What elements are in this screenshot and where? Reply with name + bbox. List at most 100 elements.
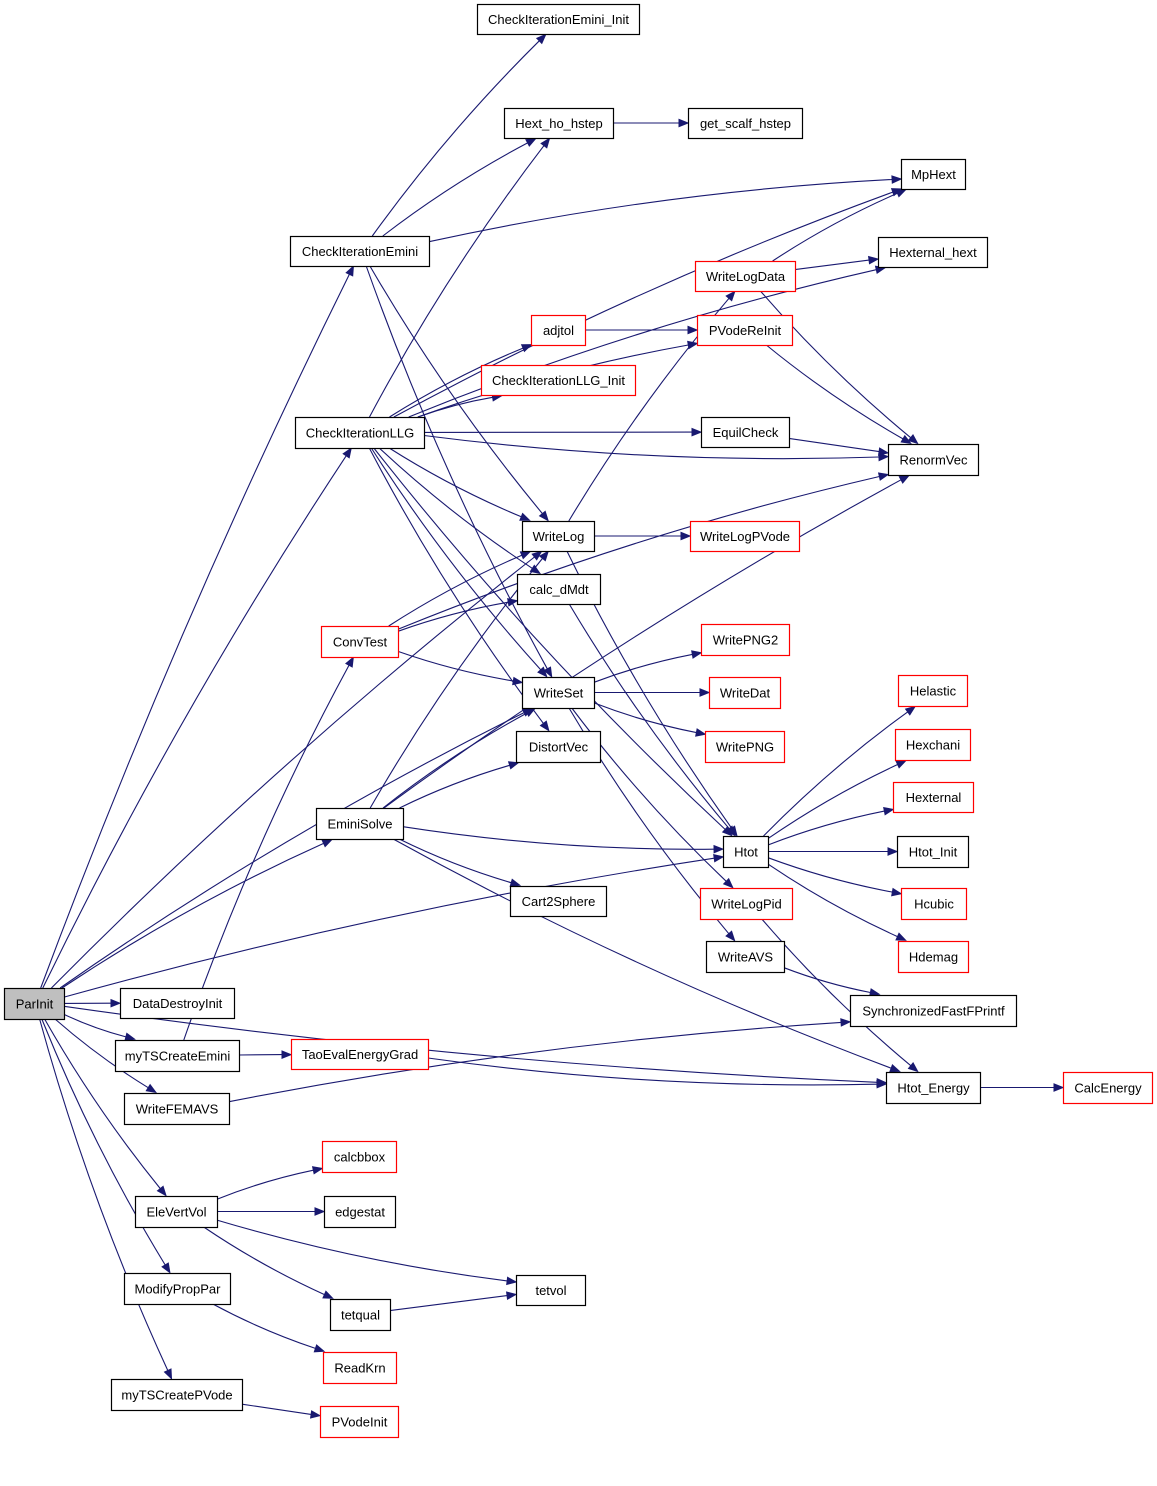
node-hcubic[interactable]: Hcubic <box>900 887 968 921</box>
node-write-log[interactable]: WriteLog <box>521 520 596 553</box>
node-box[interactable] <box>1062 1071 1154 1105</box>
node-htot-init[interactable]: Htot_Init <box>896 835 970 869</box>
node-my-tscreate-pvode[interactable]: myTSCreatePVode <box>110 1378 244 1412</box>
node-par-init[interactable]: ParInit <box>3 987 66 1021</box>
node-box[interactable] <box>687 107 804 140</box>
node-hexternal-hext[interactable]: Hexternal_hext <box>877 236 989 269</box>
node-box[interactable] <box>123 1092 231 1126</box>
node-data-destroy-init[interactable]: DataDestroyInit <box>119 987 236 1020</box>
node-read-krn[interactable]: ReadKrn <box>322 1351 398 1385</box>
node-hexternal[interactable]: Hexternal <box>892 781 975 814</box>
node-box[interactable] <box>894 728 972 762</box>
node-box[interactable] <box>700 623 791 657</box>
node-write-femavs[interactable]: WriteFEMAVS <box>123 1092 231 1126</box>
node-box[interactable] <box>849 994 1018 1028</box>
node-check-iteration-llg-init[interactable]: CheckIterationLLG_Init <box>480 364 637 397</box>
node-box[interactable] <box>696 314 794 347</box>
node-helastic[interactable]: Helastic <box>897 674 969 708</box>
node-emini-solve[interactable]: EminiSolve <box>315 807 405 841</box>
node-ele-vert-vol[interactable]: EleVertVol <box>134 1195 219 1229</box>
node-box[interactable] <box>516 573 602 606</box>
node-distort-vec[interactable]: DistortVec <box>515 730 602 764</box>
node-cart2-sphere[interactable]: Cart2Sphere <box>509 885 608 918</box>
node-box[interactable] <box>897 940 970 974</box>
node-adjtol[interactable]: adjtol <box>530 314 587 347</box>
node-box[interactable] <box>110 1378 244 1412</box>
node-tao-eval-energy-grad[interactable]: TaoEvalEnergyGrad <box>290 1038 430 1071</box>
node-box[interactable] <box>114 1039 241 1073</box>
node-box[interactable] <box>700 416 791 449</box>
node-box[interactable] <box>708 676 782 710</box>
node-check-iteration-llg[interactable]: CheckIterationLLG <box>294 416 426 450</box>
node-write-log-pid[interactable]: WriteLogPid <box>699 887 794 921</box>
node-box[interactable] <box>321 1140 398 1174</box>
node-htot[interactable]: Htot <box>722 835 770 869</box>
node-box[interactable] <box>515 730 602 764</box>
node-box[interactable] <box>134 1195 219 1229</box>
node-mp-hext[interactable]: MpHext <box>900 158 967 191</box>
node-check-iteration-emini-init[interactable]: CheckIterationEmini_Init <box>476 3 641 36</box>
node-box[interactable] <box>322 1351 398 1385</box>
node-box[interactable] <box>900 158 967 191</box>
node-box[interactable] <box>887 443 980 477</box>
node-box[interactable] <box>123 1272 232 1306</box>
node-calc-d-mdt[interactable]: calc_dMdt <box>516 573 602 606</box>
node-box[interactable] <box>722 835 770 869</box>
node-box[interactable] <box>315 807 405 841</box>
node-box[interactable] <box>530 314 587 347</box>
node-box[interactable] <box>509 885 608 918</box>
node-renorm-vec[interactable]: RenormVec <box>887 443 980 477</box>
node-modify-prop-par[interactable]: ModifyPropPar <box>123 1272 232 1306</box>
node-pvode-init[interactable]: PVodeInit <box>319 1405 400 1439</box>
node-box[interactable] <box>897 674 969 708</box>
node-box[interactable] <box>319 1405 400 1439</box>
node-box[interactable] <box>877 236 989 269</box>
node-calcbbox[interactable]: calcbbox <box>321 1140 398 1174</box>
node-box[interactable] <box>885 1071 982 1105</box>
node-my-tscreate-emini[interactable]: myTSCreateEmini <box>114 1039 241 1073</box>
node-write-log-pvode[interactable]: WriteLogPVode <box>689 520 801 553</box>
node-box[interactable] <box>521 676 596 710</box>
node-box[interactable] <box>704 730 786 764</box>
node-box[interactable] <box>480 364 637 397</box>
node-hexchani[interactable]: Hexchani <box>894 728 972 762</box>
node-pvode-re-init[interactable]: PVodeReInit <box>696 314 794 347</box>
node-box[interactable] <box>294 416 426 450</box>
node-write-dat[interactable]: WriteDat <box>708 676 782 710</box>
node-box[interactable] <box>323 1195 397 1229</box>
node-synchronized-fast-fprintf[interactable]: SynchronizedFastFPrintf <box>849 994 1018 1028</box>
node-box[interactable] <box>476 3 641 36</box>
node-box[interactable] <box>900 887 968 921</box>
node-box[interactable] <box>892 781 975 814</box>
node-hext-ho-hstep[interactable]: Hext_ho_hstep <box>503 107 615 140</box>
node-box[interactable] <box>689 520 801 553</box>
node-box[interactable] <box>521 520 596 553</box>
node-tetqual[interactable]: tetqual <box>329 1298 392 1332</box>
node-htot-energy[interactable]: Htot_Energy <box>885 1071 982 1105</box>
node-hdemag[interactable]: Hdemag <box>897 940 970 974</box>
node-box[interactable] <box>503 107 615 140</box>
node-write-set[interactable]: WriteSet <box>521 676 596 710</box>
node-box[interactable] <box>515 1274 587 1307</box>
node-write-avs[interactable]: WriteAVS <box>705 940 786 974</box>
node-edgestat[interactable]: edgestat <box>323 1195 397 1229</box>
node-check-iteration-emini[interactable]: CheckIterationEmini <box>289 235 431 268</box>
node-box[interactable] <box>3 987 66 1021</box>
node-box[interactable] <box>329 1298 392 1332</box>
node-equil-check[interactable]: EquilCheck <box>700 416 791 449</box>
node-write-log-data[interactable]: WriteLogData <box>694 260 797 293</box>
node-box[interactable] <box>119 987 236 1020</box>
node-box[interactable] <box>705 940 786 974</box>
node-get-scalf-hstep[interactable]: get_scalf_hstep <box>687 107 804 140</box>
node-box[interactable] <box>896 835 970 869</box>
node-box[interactable] <box>699 887 794 921</box>
node-box[interactable] <box>289 235 431 268</box>
node-write-png[interactable]: WritePNG <box>704 730 786 764</box>
node-write-png2[interactable]: WritePNG2 <box>700 623 791 657</box>
node-tetvol[interactable]: tetvol <box>515 1274 587 1307</box>
node-box[interactable] <box>320 625 400 659</box>
node-box[interactable] <box>290 1038 430 1071</box>
node-box[interactable] <box>694 260 797 293</box>
node-calc-energy[interactable]: CalcEnergy <box>1062 1071 1154 1105</box>
node-conv-test[interactable]: ConvTest <box>320 625 400 659</box>
